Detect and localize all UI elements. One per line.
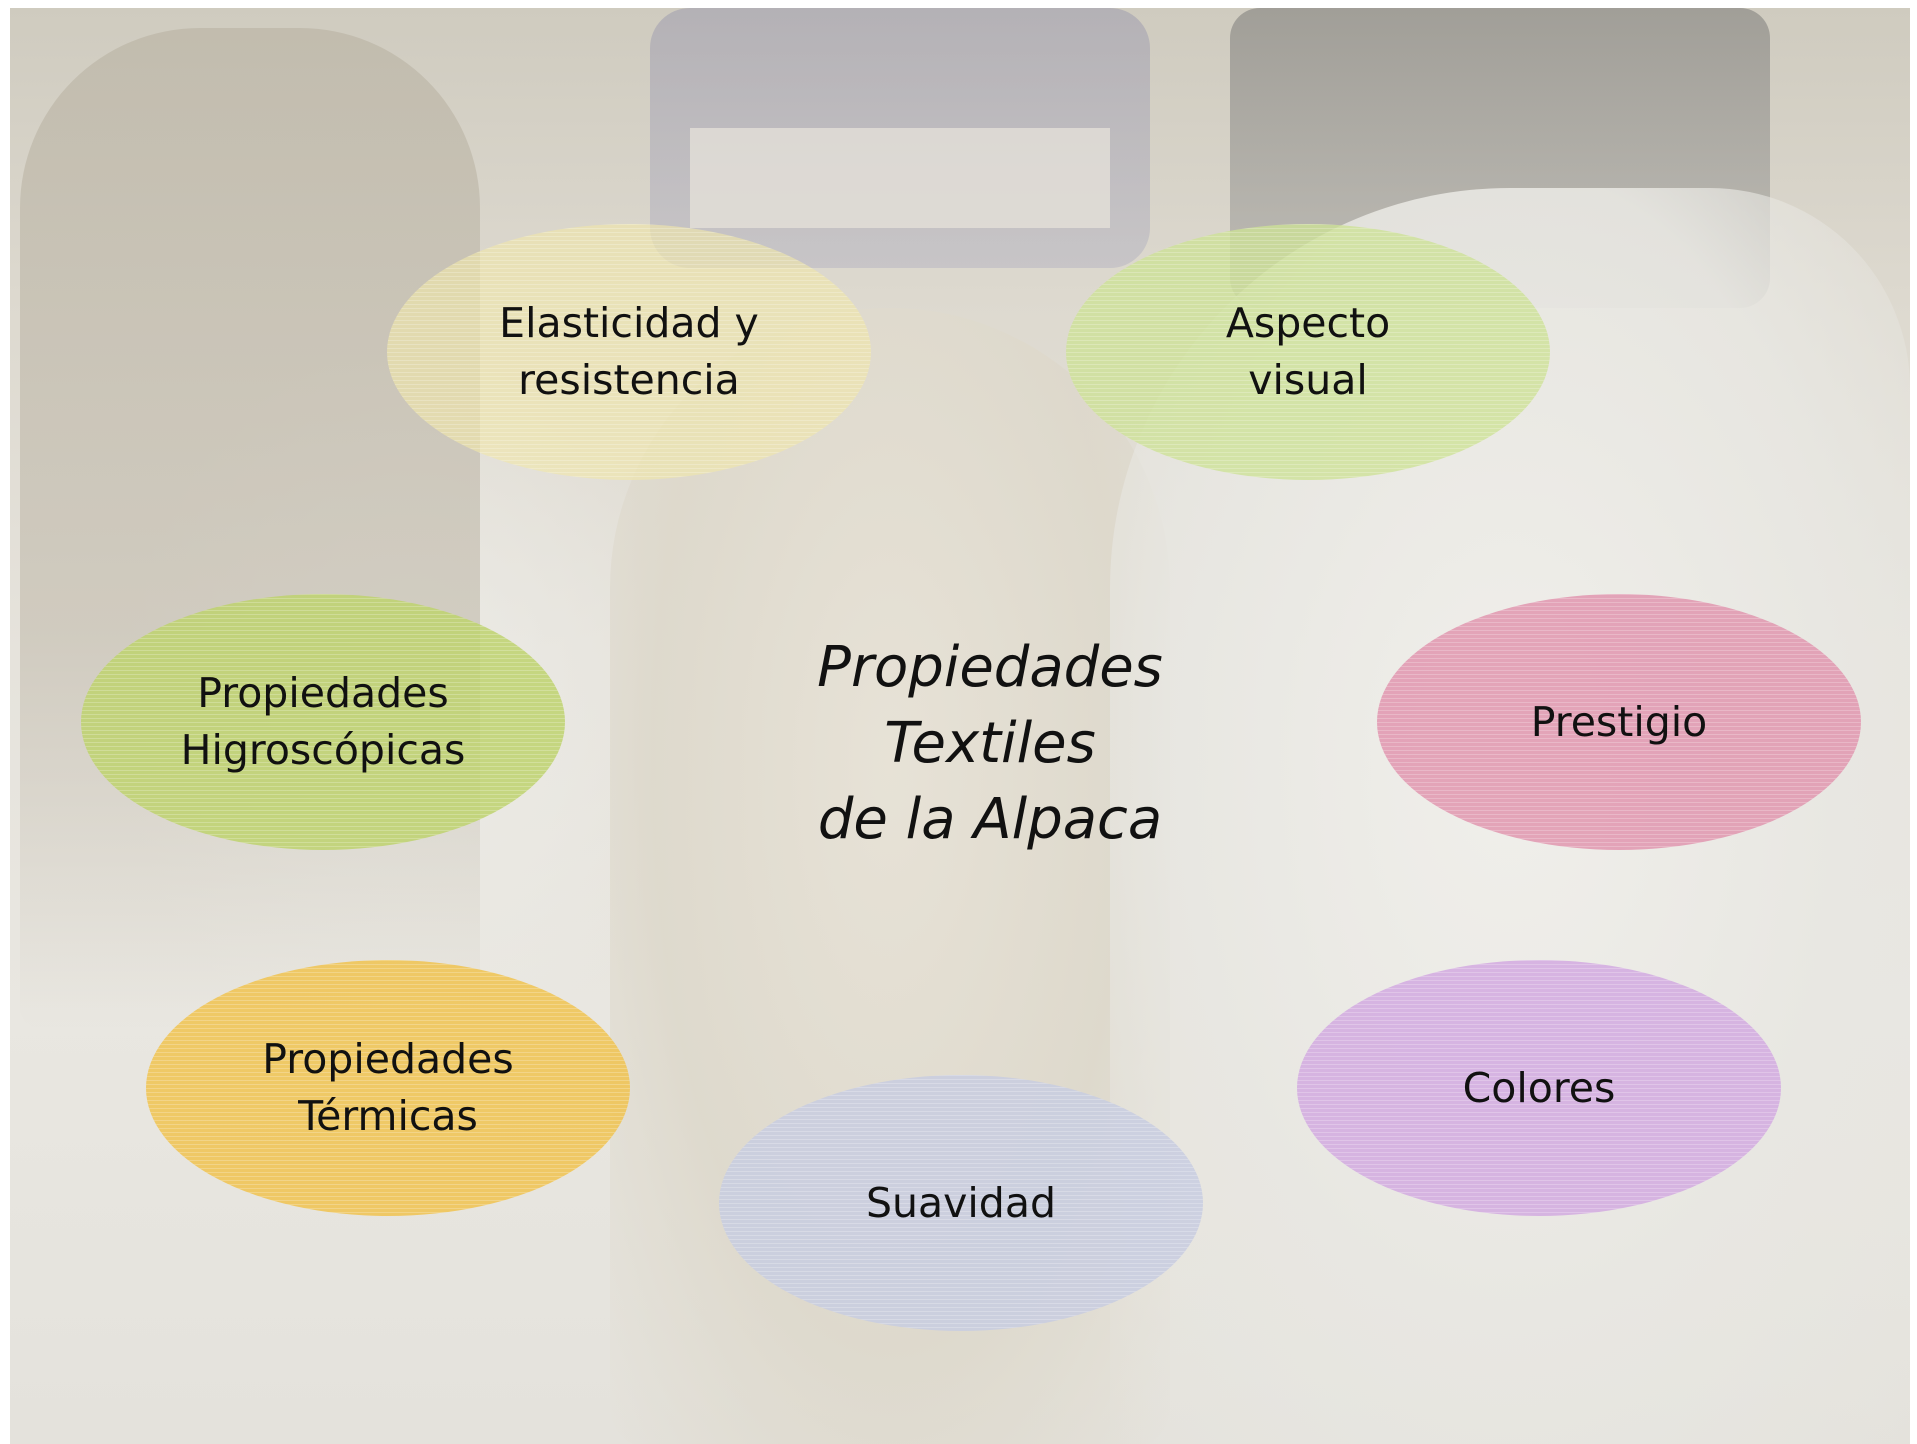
background-photo-sweater-stripe: [690, 128, 1110, 228]
background-photo-person-left: [20, 28, 480, 1028]
node-colores: Colores: [1297, 960, 1781, 1216]
center-title-line-2: Textiles: [884, 711, 1096, 776]
node-elasticidad: Elasticidad y resistencia: [387, 224, 871, 480]
node-prestigio: Prestigio: [1377, 594, 1861, 850]
node-aspecto-visual: Aspecto visual: [1066, 224, 1550, 480]
node-elasticidad-label: Elasticidad y resistencia: [499, 299, 759, 404]
node-colores-label: Colores: [1462, 1063, 1616, 1112]
node-prestigio-label: Prestigio: [1530, 697, 1708, 746]
node-higroscopicas-label: Propiedades Higroscópicas: [180, 669, 466, 774]
node-aspecto-visual-label: Aspecto visual: [1225, 299, 1391, 404]
center-title-line-3: de la Alpaca: [817, 787, 1163, 852]
node-suavidad: Suavidad: [719, 1075, 1203, 1331]
node-termicas: Propiedades Térmicas: [146, 960, 630, 1216]
center-title: Propiedades Textiles de la Alpaca: [770, 630, 1210, 858]
node-termicas-label: Propiedades Térmicas: [262, 1035, 514, 1140]
center-title-line-1: Propiedades: [817, 635, 1163, 700]
node-suavidad-label: Suavidad: [866, 1178, 1056, 1227]
node-higroscopicas: Propiedades Higroscópicas: [81, 594, 565, 850]
